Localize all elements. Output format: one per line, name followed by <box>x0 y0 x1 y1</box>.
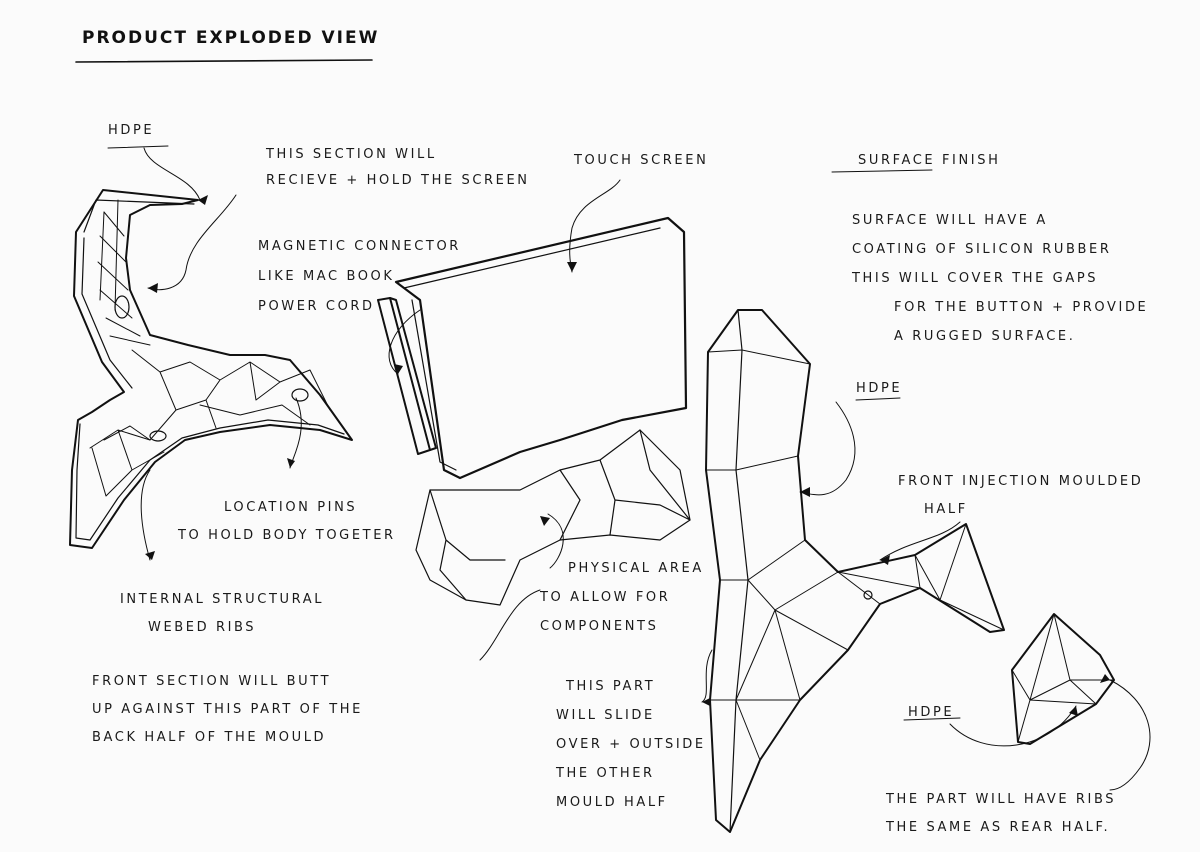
front-section-line-3: BACK HALF OF THE MOULD <box>92 730 327 745</box>
front-section-line-2: UP AGAINST THIS PART OF THE <box>92 702 363 717</box>
label-internal-ribs: INTERNAL STRUCTURAL WEBED RIBS <box>120 586 324 642</box>
label-magnetic-line-2: LIKE MAC BOOK <box>258 269 395 284</box>
label-magnetic-connector: MAGNETIC CONNECTOR LIKE MAC BOOK POWER C… <box>258 232 461 322</box>
label-touch-screen-text: TOUCH SCREEN <box>574 153 709 168</box>
label-front-section: FRONT SECTION WILL BUTT UP AGAINST THIS … <box>92 668 363 752</box>
label-hdpe-mid-text: HDPE <box>856 381 903 396</box>
label-front-injection: FRONT INJECTION MOULDED HALF <box>898 468 1143 524</box>
slide-part-line-5: MOULD HALF <box>556 795 668 810</box>
back-half-shell <box>69 189 353 549</box>
label-surface-finish-text: SURFACE WILL HAVE A COATING OF SILICON R… <box>852 206 1148 351</box>
slide-part-line-1: THIS PART <box>566 679 656 694</box>
label-surface-finish-heading: SURFACE FINISH <box>858 148 1000 174</box>
label-slide-part: THIS PART WILL SLIDE OVER + OUTSIDE THE … <box>556 672 706 817</box>
front-injection-line-2: HALF <box>924 502 968 517</box>
physical-area-line-2: TO ALLOW FOR <box>540 590 671 605</box>
arrowheads <box>145 195 1110 716</box>
label-screen-section-line-1: THIS SECTION WILL <box>266 147 437 162</box>
cone-part <box>1011 613 1115 745</box>
front-half-shell <box>705 309 1005 833</box>
label-screen-section-line-2: RECIEVE + HOLD THE SCREEN <box>266 173 530 188</box>
label-hdpe-right-text: HDPE <box>908 705 955 720</box>
ribs-part-line-1: THE PART WILL HAVE RIBS <box>886 792 1117 807</box>
surface-finish-line-4: FOR THE BUTTON + PROVIDE <box>894 300 1149 315</box>
label-hdpe-right: HDPE <box>908 700 954 726</box>
label-touch-screen: TOUCH SCREEN <box>574 148 708 174</box>
label-physical-area: PHYSICAL AREA TO ALLOW FOR COMPONENTS <box>540 554 704 641</box>
slide-part-line-4: THE OTHER <box>556 766 655 781</box>
surface-finish-line-5: A RUGGED SURFACE. <box>894 329 1076 344</box>
physical-area-line-3: COMPONENTS <box>540 619 659 634</box>
label-hdpe-left: HDPE <box>108 118 154 144</box>
internal-ribs-line-1: INTERNAL STRUCTURAL <box>120 592 325 607</box>
location-pins-line-1: LOCATION PINS <box>224 500 358 515</box>
leader-lines <box>107 145 1151 791</box>
ribs-part-line-2: THE SAME AS REAR HALF. <box>886 820 1111 835</box>
label-hdpe-mid: HDPE <box>856 376 902 402</box>
label-location-pins: LOCATION PINS TO HOLD BODY TOGETER <box>178 494 396 550</box>
surface-finish-line-2: COATING OF SILICON RUBBER <box>852 242 1112 257</box>
slide-part-line-3: OVER + OUTSIDE <box>556 737 706 752</box>
label-magnetic-line-1: MAGNETIC CONNECTOR <box>258 239 461 254</box>
front-section-line-1: FRONT SECTION WILL BUTT <box>92 674 332 689</box>
physical-area-line-1: PHYSICAL AREA <box>568 561 704 576</box>
label-surface-finish-heading-text: SURFACE FINISH <box>858 153 1001 168</box>
page-title: PRODUCT EXPLODED VIEW <box>82 28 380 48</box>
touch-screen-panel <box>394 216 688 480</box>
surface-finish-line-1: SURFACE WILL HAVE A <box>852 213 1048 228</box>
surface-finish-line-3: THIS WILL COVER THE GAPS <box>852 271 1099 286</box>
inner-frame <box>415 429 691 606</box>
magnetic-connector-strip <box>377 297 437 455</box>
slide-part-line-2: WILL SLIDE <box>556 708 655 723</box>
label-magnetic-line-3: POWER CORD <box>258 299 375 314</box>
label-screen-section: THIS SECTION WILL RECIEVE + HOLD THE SCR… <box>266 142 530 194</box>
internal-ribs-line-2: WEBED RIBS <box>148 620 257 635</box>
label-hdpe-left-text: HDPE <box>108 123 155 138</box>
label-ribs-part: THE PART WILL HAVE RIBS THE SAME AS REAR… <box>886 786 1116 842</box>
front-injection-line-1: FRONT INJECTION MOULDED <box>898 474 1144 489</box>
location-pins-line-2: TO HOLD BODY TOGETER <box>178 528 396 543</box>
title-underline <box>75 59 373 63</box>
